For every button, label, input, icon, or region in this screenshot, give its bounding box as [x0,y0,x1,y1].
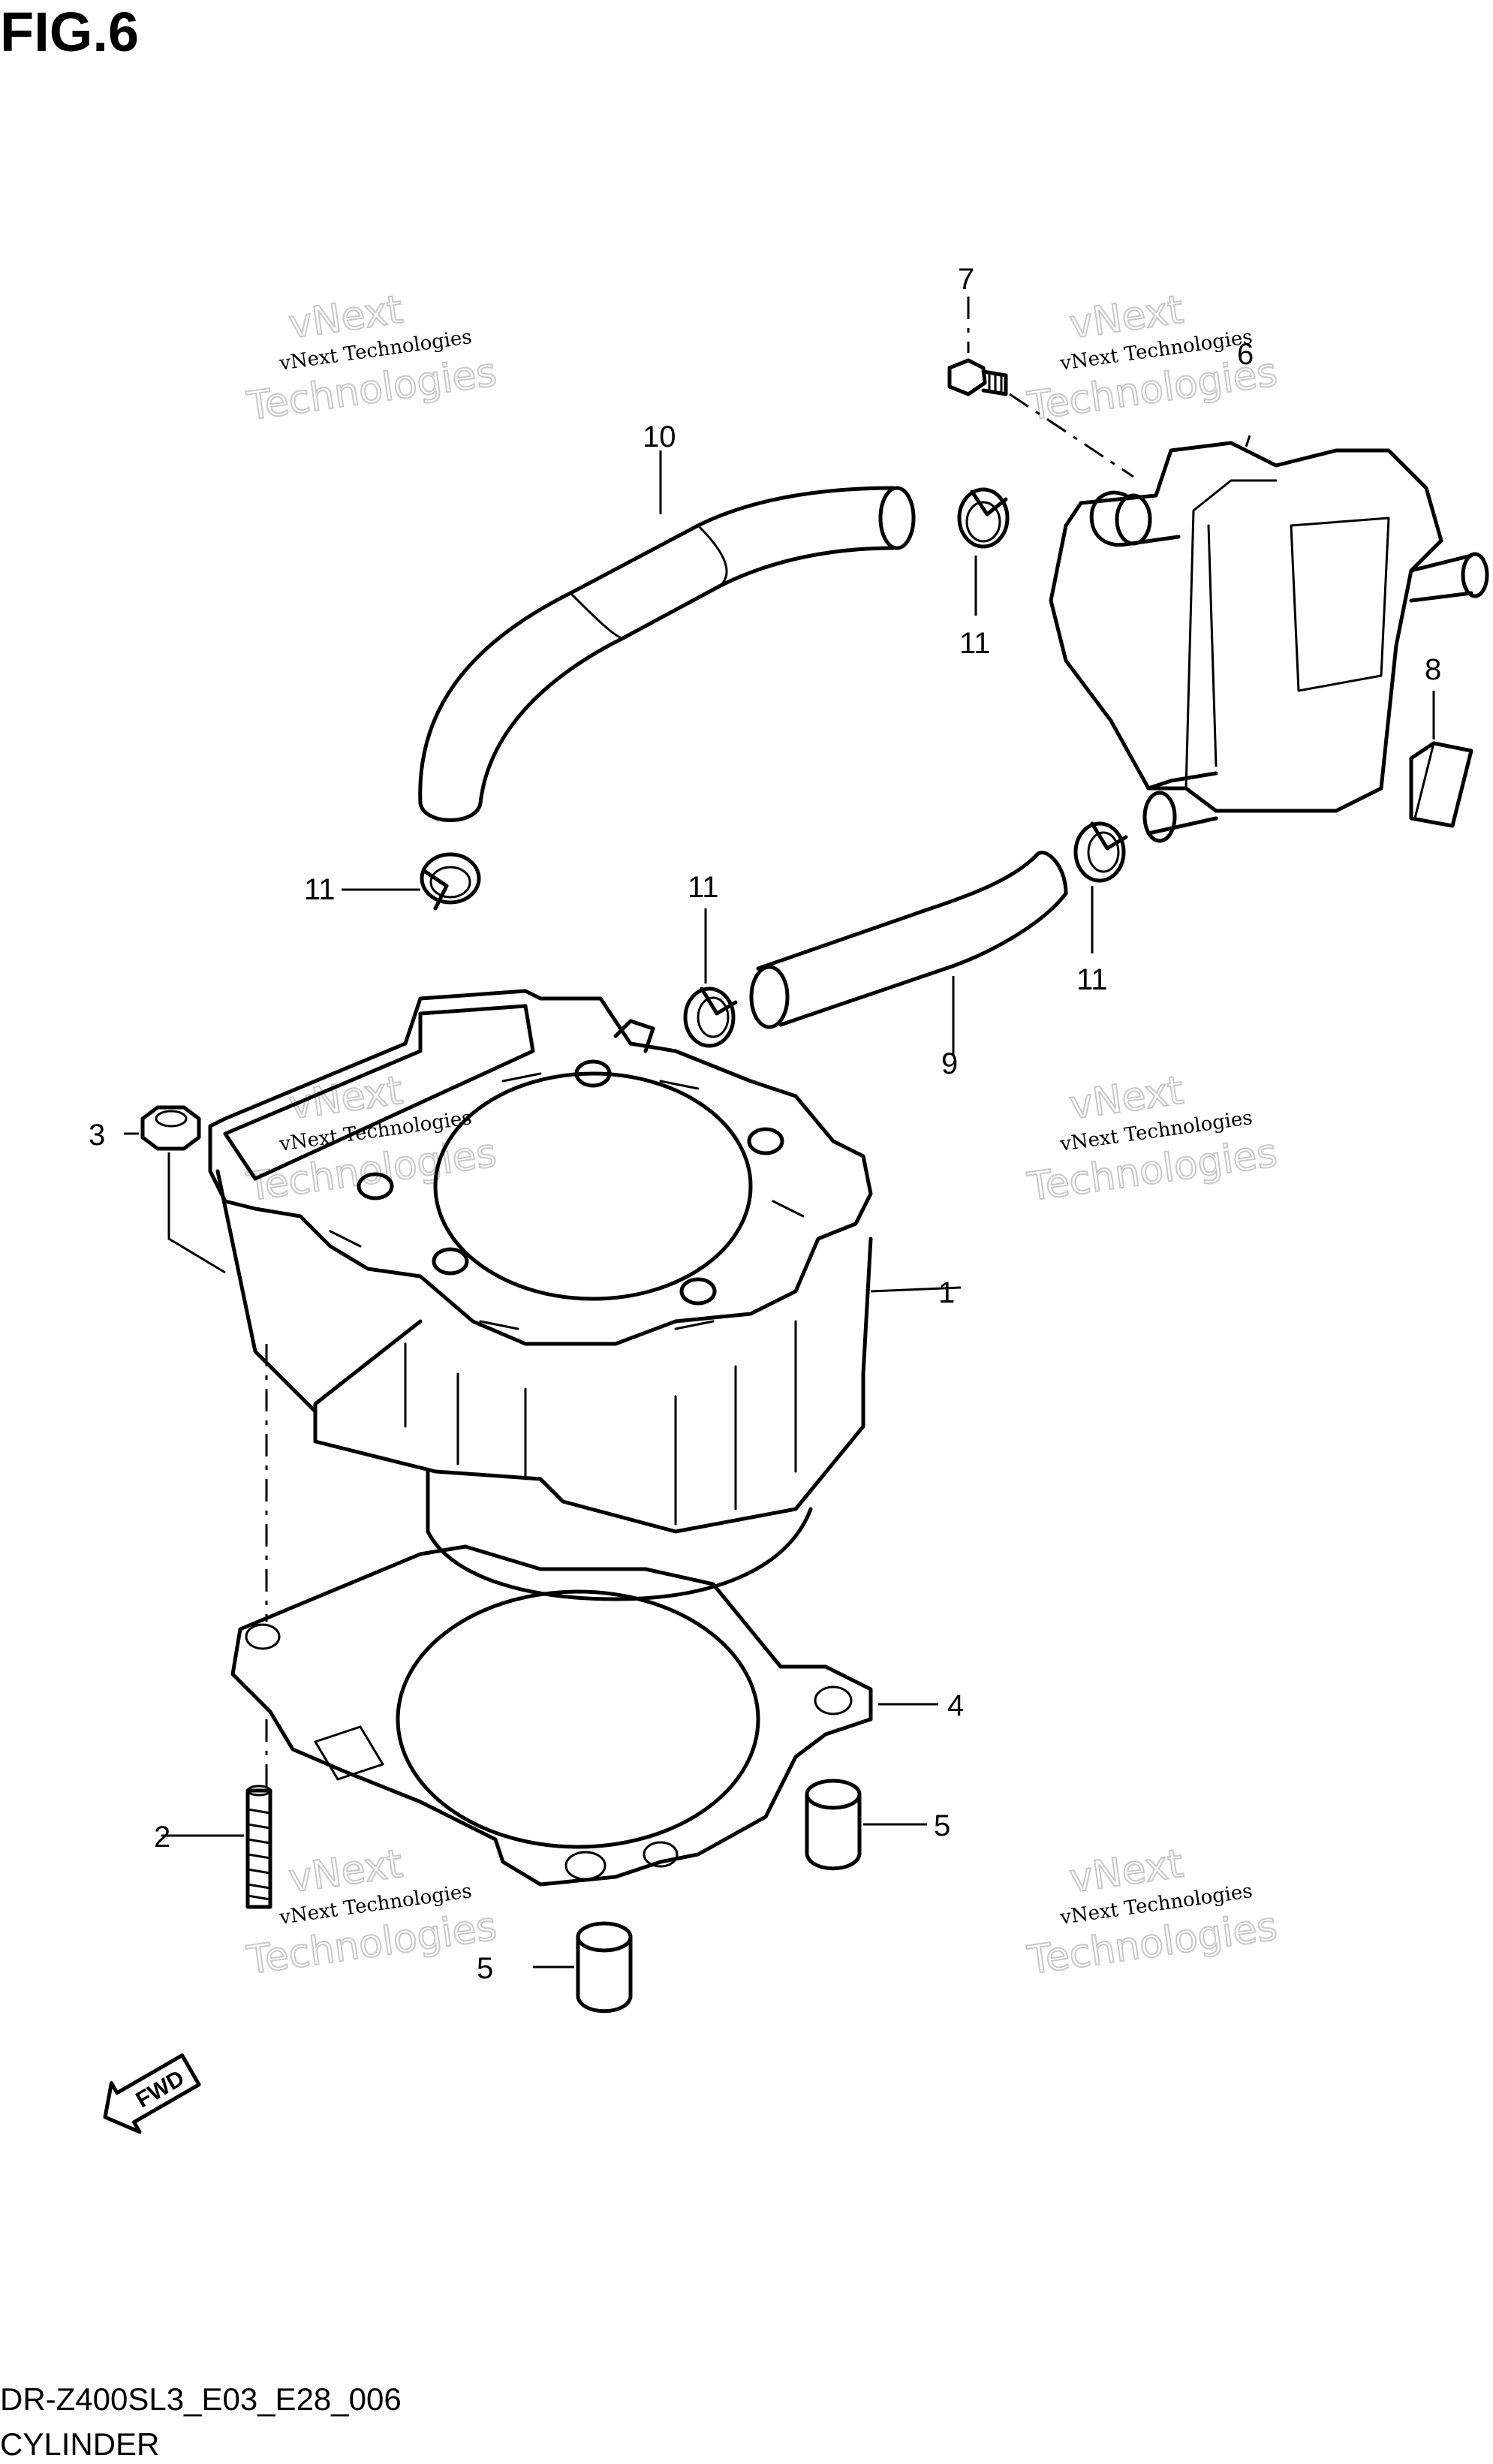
watermark-top-right: vNext vNext Technologies Technologies [1024,287,1281,430]
hose-clamp-4 [1073,821,1128,883]
callout-2: 2 [154,1821,170,1854]
callout-11c: 11 [688,871,719,904]
callout-1: 1 [938,1276,955,1309]
water-hose-upper [418,486,916,822]
callout-5b: 5 [477,1952,493,1985]
callout-6: 6 [1237,338,1254,371]
callout-9: 9 [941,1047,958,1080]
hose-clamp-3 [683,987,738,1048]
callout-7: 7 [958,263,974,296]
callout-11b: 11 [304,873,336,906]
figure-title: FIG.6 [0,1,140,63]
dowel-pin-1 [805,1779,862,1871]
watermark-mid-right: vNext vNext Technologies Technologies [1024,1068,1281,1211]
cylinder-base-gasket [230,1544,873,1887]
cylinder [208,989,873,1601]
callout-10: 10 [643,420,676,453]
stud-bolt [245,1785,272,1909]
watermark-bottom-right: vNext vNext Technologies Technologies [1024,1841,1281,1984]
leader-lines [124,297,1435,1968]
watermark-bottom-left: vNext vNext Technologies Technologies [243,1841,500,1984]
callout-11a: 11 [959,627,991,660]
diagram-caption: CYLINDER [0,2426,160,2462]
callout-3: 3 [89,1119,105,1152]
bolt [947,358,1008,396]
dowel-pin-2 [576,1921,633,2014]
watermark-top-left: vNext vNext Technologies Technologies [243,287,500,430]
forward-direction-marker: FWD [103,2053,201,2134]
rubber-block [1409,741,1473,828]
callout-5a: 5 [934,1809,950,1842]
callout-11d: 11 [1076,963,1108,996]
watermark-mid-left: vNext vNext Technologies Technologies [243,1068,500,1211]
nut [140,1105,201,1151]
water-hose-lower [749,851,1068,1029]
thermostat-housing [1049,441,1489,843]
callout-8: 8 [1425,653,1441,686]
callout-4: 4 [947,1689,964,1722]
hose-clamp-1 [957,487,1010,549]
diagram-code: DR-Z400SL3_E03_E28_006 [0,2381,402,2417]
callout-labels: 1 2 3 4 5 5 6 7 8 9 10 11 11 11 11 [89,263,1441,1985]
hose-clamp-2 [420,852,481,911]
